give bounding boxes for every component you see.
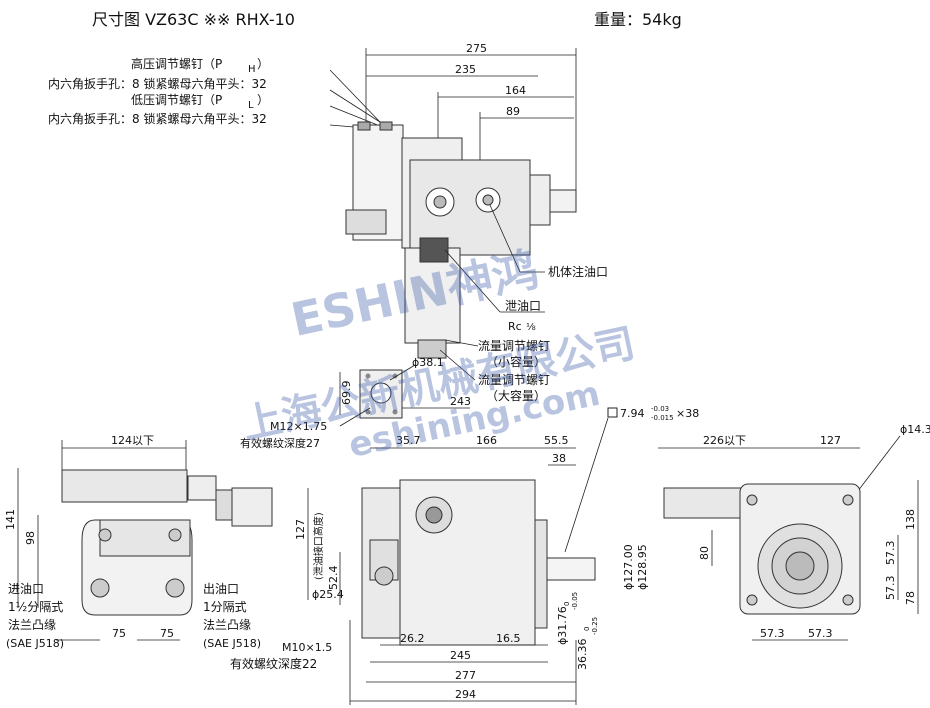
dim-phi-38-1: ϕ38.1 <box>412 356 444 369</box>
dim-phi-14-3: ϕ14.3 <box>900 423 930 436</box>
callout-m10: M10×1.5 <box>282 641 332 654</box>
callout-hex-1: 内六角扳手孔：8 锁紧螺母六角平头：32 <box>48 76 267 91</box>
dim-key-depth-tol-lower: -0.25 <box>591 617 599 635</box>
drawing-title: 尺寸图 VZ63C ※※ RHX-10 <box>92 10 295 29</box>
callout-hex-2: 内六角扳手孔：8 锁紧螺母六角平头：32 <box>48 111 267 126</box>
dim-drain-height: (泄油接口高度) <box>312 512 325 580</box>
callout-flow-small-note: （小容量） <box>486 354 546 369</box>
dim-57-3-left: 57.3 <box>760 627 785 640</box>
key-size: 7.94 <box>620 407 645 420</box>
dim-phi-128-95: ϕ128.95 <box>636 544 649 590</box>
outlet-flange: 法兰凸缘 <box>203 618 251 632</box>
dim-75-a: 75 <box>112 627 126 640</box>
right-view: 226以下 127 ϕ14.3 138 80 57.3 57.3 78 57.3… <box>658 423 930 641</box>
callout-drain-port: 泄油口 <box>505 299 541 313</box>
callout-high-pressure-end: ） <box>257 57 269 71</box>
top-view: 275 235 164 89 高压调节螺钉（P H ） 内六角扳手孔：8 锁紧螺… <box>48 42 608 403</box>
dim-80: 80 <box>698 546 711 560</box>
dim-235: 235 <box>455 63 476 76</box>
dim-35-7: 35.7 <box>396 434 421 447</box>
dim-127-front: 127 <box>294 519 307 540</box>
outlet-standard: (SAE J518) <box>203 637 261 650</box>
dim-shaft-phi-tol-upper: 0 <box>563 602 571 606</box>
front-view: 127 (泄油接口高度) 52.4 26.2 ϕ25.4 M10×1.5 有效螺… <box>230 479 649 705</box>
callout-rc-size: ⅛ <box>526 322 536 333</box>
dim-243: 243 <box>450 395 471 408</box>
left-view: 124以下 141 98 75 75 进油口 1½分隔式 法兰凸缘 (SAE J… <box>4 434 273 650</box>
dim-277: 277 <box>455 669 476 682</box>
callout-low-pressure-sub: L <box>248 100 254 111</box>
inlet-label: 进油口 <box>8 582 44 596</box>
callout-rc: Rc <box>508 320 522 333</box>
callout-flow-small: 流量调节螺钉 <box>478 339 550 353</box>
dim-phi-127: ϕ127.00 <box>622 544 635 590</box>
dim-57-3-right: 57.3 <box>808 627 833 640</box>
callout-fill-port: 机体注油口 <box>548 264 608 279</box>
key-tol-lower: -0.015 <box>651 414 674 422</box>
dim-294: 294 <box>455 688 476 701</box>
dim-key-depth: 36.36 <box>576 639 589 671</box>
dim-phi-25-4: ϕ25.4 <box>312 588 344 601</box>
dim-55-5: 55.5 <box>544 434 569 447</box>
inlet-standard: (SAE J518) <box>6 637 64 650</box>
dim-69-9: 69.9 <box>340 381 353 406</box>
middle-dims: 69.9 ϕ38.1 243 M12×1.75 有效螺纹深度27 35.7 16… <box>240 356 699 553</box>
key-length: ×38 <box>676 407 699 420</box>
dim-98: 98 <box>24 531 37 545</box>
dim-shaft-phi-tol-lower: -0.05 <box>571 592 579 610</box>
inlet-flange: 法兰凸缘 <box>8 618 56 632</box>
outlet-size: 1分隔式 <box>203 600 247 614</box>
weight-label: 重量：54kg <box>594 10 682 29</box>
dim-57-3-lower: 57.3 <box>884 576 897 601</box>
callout-m12: M12×1.75 <box>270 420 327 433</box>
callout-flow-large: 流量调节螺钉 <box>478 373 550 387</box>
dim-26-2: 26.2 <box>400 632 425 645</box>
dim-275: 275 <box>466 42 487 55</box>
callout-flow-large-note: （大容量） <box>486 388 546 403</box>
callout-low-pressure-end: ） <box>257 93 269 107</box>
dim-124: 124以下 <box>111 434 154 447</box>
dim-shaft-phi: ϕ31.76 <box>556 606 569 645</box>
dim-127-right: 127 <box>820 434 841 447</box>
dim-75-b: 75 <box>160 627 174 640</box>
callout-high-pressure: 高压调节螺钉（P <box>131 56 222 71</box>
dim-245: 245 <box>450 649 471 662</box>
dim-226: 226以下 <box>703 434 746 447</box>
dim-166: 166 <box>476 434 497 447</box>
dim-38: 38 <box>552 452 566 465</box>
dim-138: 138 <box>904 509 917 530</box>
inlet-size: 1½分隔式 <box>8 600 63 614</box>
key-tol-upper: -0.03 <box>651 405 669 413</box>
callout-m10-depth: 有效螺纹深度22 <box>230 656 317 671</box>
dim-16-5: 16.5 <box>496 632 521 645</box>
dim-89: 89 <box>506 105 520 118</box>
callout-low-pressure: 低压调节螺钉（P <box>131 93 222 107</box>
dim-78: 78 <box>904 591 917 605</box>
callout-high-pressure-sub: H <box>248 64 256 75</box>
dim-key-depth-tol-upper: 0 <box>583 627 591 631</box>
dim-57-3-upper: 57.3 <box>884 541 897 566</box>
dim-141: 141 <box>4 509 17 530</box>
outlet-label: 出油口 <box>203 582 239 596</box>
dim-52-4: 52.4 <box>327 566 340 591</box>
dim-164: 164 <box>505 84 526 97</box>
callout-m12-depth: 有效螺纹深度27 <box>240 436 320 450</box>
